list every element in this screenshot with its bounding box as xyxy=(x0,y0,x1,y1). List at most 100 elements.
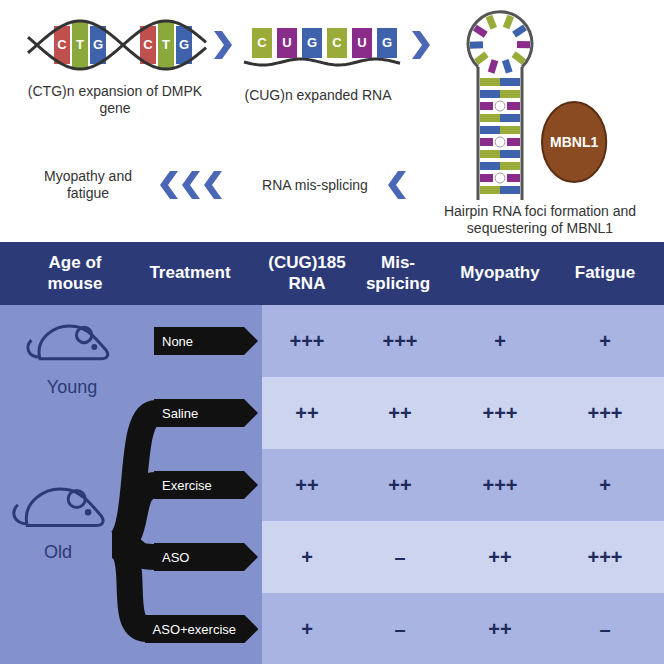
stem-base xyxy=(507,102,520,110)
stem-backbone xyxy=(521,67,524,200)
stem-base xyxy=(480,150,500,158)
row-band xyxy=(262,521,664,593)
base-letter: U xyxy=(277,35,297,51)
treatment-name: Saline xyxy=(162,406,198,421)
base-letter: C xyxy=(140,37,156,53)
stem-base xyxy=(500,186,520,194)
loop-base xyxy=(491,60,495,72)
table-cell: + xyxy=(267,617,347,641)
rna-base xyxy=(252,28,272,58)
stem-base xyxy=(500,90,520,98)
mouse-icon xyxy=(14,489,103,526)
table-cell: +++ xyxy=(460,473,540,497)
row-band xyxy=(262,305,664,377)
stem-base xyxy=(500,150,520,158)
rna-base xyxy=(302,28,322,58)
treatment-arrow: Saline xyxy=(154,399,258,427)
dna-strand xyxy=(28,21,206,69)
treatment-arrow: Exercise xyxy=(154,471,258,499)
table-cell: +++ xyxy=(267,329,347,353)
step-label: RNA mis-splicing xyxy=(245,177,385,194)
loop-base xyxy=(505,60,509,72)
loop-base xyxy=(514,27,525,34)
base-letter: T xyxy=(72,37,88,53)
stem-base xyxy=(480,78,500,86)
stem-base xyxy=(480,90,500,98)
table-cell: +++ xyxy=(565,545,645,569)
stem-base xyxy=(480,174,493,182)
rna-base xyxy=(277,28,297,58)
table-cell: + xyxy=(460,329,540,353)
column-header: (CUG)185 RNA xyxy=(261,253,353,294)
mismatch xyxy=(495,101,505,111)
column-header: Age of mouse xyxy=(25,253,125,294)
table-cell: – xyxy=(360,545,440,569)
age-label: Young xyxy=(27,377,117,399)
treatment-arrow: ASO xyxy=(154,543,258,571)
loop-base xyxy=(506,16,511,28)
age-label: Old xyxy=(28,542,88,564)
row-band xyxy=(262,449,664,521)
base-rung xyxy=(140,26,156,64)
dna-helix xyxy=(28,21,206,69)
rna-strand xyxy=(244,28,400,65)
loop-base xyxy=(514,54,524,62)
row-band xyxy=(262,593,664,664)
table-cell: – xyxy=(565,617,645,641)
protein-oval: MBNL1 xyxy=(540,100,608,184)
table-cell: – xyxy=(360,617,440,641)
table-cell: ++ xyxy=(360,473,440,497)
arrow-outline xyxy=(154,543,258,571)
header-band: Age of mouseTreatment(CUG)185 RNAMis-spl… xyxy=(0,242,664,305)
treatment-arrow: None xyxy=(154,327,258,355)
row-band xyxy=(262,377,664,449)
step-label: Myopathy and fatigue xyxy=(32,168,144,202)
base-letter: G xyxy=(302,35,322,51)
treatment-name: None xyxy=(162,334,193,349)
base-rung xyxy=(72,21,88,69)
arrow-outline xyxy=(154,471,258,499)
treatment-name: ASO xyxy=(162,550,189,565)
step-label: (CTG)n expansion of DMPK gene xyxy=(20,83,210,117)
left-panel xyxy=(0,305,262,664)
stem-base xyxy=(500,114,520,122)
stem-base xyxy=(500,78,520,86)
table-cell: + xyxy=(565,473,645,497)
base-letter: T xyxy=(158,37,174,53)
base-letter: C xyxy=(54,37,70,53)
base-rung xyxy=(176,26,192,64)
treatment-fan xyxy=(112,413,156,629)
dna-strand xyxy=(28,21,206,69)
treatment-arrow: ASO+exercise xyxy=(145,615,258,643)
rna-base xyxy=(352,28,372,58)
stem-backbone xyxy=(477,67,480,200)
table-cell: +++ xyxy=(565,401,645,425)
table-cell: +++ xyxy=(360,329,440,353)
loop-base xyxy=(470,41,483,48)
table-cell: + xyxy=(565,329,645,353)
mismatch xyxy=(495,137,505,147)
arrow-outline xyxy=(154,327,258,355)
table-cell: +++ xyxy=(460,401,540,425)
stem-base xyxy=(480,138,493,146)
stem-base xyxy=(480,102,493,110)
rna-base xyxy=(377,28,397,58)
table-cell: ++ xyxy=(267,473,347,497)
base-rung xyxy=(158,21,174,69)
fan-stem xyxy=(112,413,156,545)
protein-name: MBNL1 xyxy=(550,134,598,150)
base-letter: C xyxy=(327,35,347,51)
mouse-icon xyxy=(28,326,108,359)
column-header: Treatment xyxy=(135,263,245,283)
arrow-outline xyxy=(154,399,258,427)
stem-base xyxy=(480,162,500,170)
base-rung xyxy=(54,26,70,64)
stem-base xyxy=(500,162,520,170)
rna-base xyxy=(327,28,347,58)
base-rung xyxy=(90,26,106,64)
arrow-outline xyxy=(145,615,258,643)
loop-base xyxy=(475,28,486,35)
base-letter: C xyxy=(252,35,272,51)
treatment-name: ASO+exercise xyxy=(153,622,236,637)
loop-base xyxy=(476,54,486,62)
